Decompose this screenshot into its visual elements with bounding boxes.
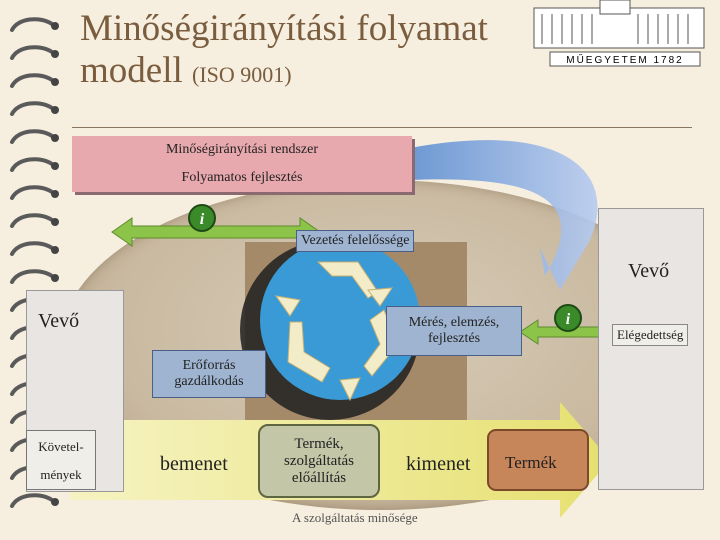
binder-hole bbox=[51, 498, 59, 506]
binder-ring bbox=[10, 185, 54, 200]
binder-ring bbox=[10, 45, 54, 60]
binder-ring bbox=[10, 493, 54, 508]
requirements-label-1: Követel- bbox=[38, 439, 84, 454]
product-realization-box: Termék, szolgáltatás előállítás bbox=[258, 424, 380, 498]
logo-text: MŰEGYETEM 1782 bbox=[566, 52, 683, 66]
binder-ring bbox=[10, 269, 54, 284]
title-main: modell bbox=[80, 50, 183, 91]
binder-ring bbox=[10, 17, 54, 32]
binder-hole bbox=[51, 106, 59, 114]
product-label: Termék bbox=[505, 453, 557, 472]
binder-hole bbox=[51, 218, 59, 226]
svg-text:i: i bbox=[566, 311, 571, 328]
binder-hole bbox=[51, 246, 59, 254]
binder-hole bbox=[51, 190, 59, 198]
resources-box: Erőforrás gazdálkodás bbox=[152, 350, 266, 398]
customer-right-label: Vevő bbox=[628, 260, 670, 282]
binder-hole bbox=[51, 134, 59, 142]
info-icon: i bbox=[188, 204, 216, 232]
title-line-2: modell (ISO 9001) bbox=[80, 50, 488, 96]
bottom-caption: A szolgáltatás minősége bbox=[292, 510, 418, 525]
product-realization-label: Termék, szolgáltatás előállítás bbox=[284, 435, 354, 486]
binder-hole bbox=[51, 50, 59, 58]
binder-hole bbox=[51, 22, 59, 30]
improvement-label: Folyamatos fejlesztés bbox=[181, 170, 303, 185]
customer-right-panel bbox=[598, 208, 704, 490]
recycle-icon bbox=[274, 261, 399, 402]
qms-label: Minőségirányítási rendszer bbox=[165, 142, 318, 157]
customer-left-label: Vevő bbox=[38, 310, 80, 332]
qms-box: Minőségirányítási rendszer Folyamatos fe… bbox=[72, 136, 412, 192]
binder-ring bbox=[10, 157, 54, 172]
title-underline bbox=[72, 127, 692, 128]
svg-text:i: i bbox=[200, 211, 205, 228]
satisfaction-box: Elégedettség bbox=[612, 324, 689, 346]
info-icon: i bbox=[554, 304, 582, 332]
binder-hole bbox=[51, 162, 59, 170]
output-label: kimenet bbox=[406, 453, 471, 475]
title-sub: (ISO 9001) bbox=[192, 62, 292, 87]
binder-ring bbox=[10, 213, 54, 228]
requirements-box: Követel- mények bbox=[26, 430, 96, 490]
binder-ring bbox=[10, 129, 54, 144]
binder-hole bbox=[51, 274, 59, 282]
binder-ring bbox=[10, 101, 54, 116]
title-line-1: Minőségirányítási folyamat bbox=[80, 8, 488, 49]
green-arrow-left bbox=[111, 217, 321, 247]
requirements-label-2: mények bbox=[40, 467, 82, 482]
measurement-box: Mérés, elemzés, fejlesztés bbox=[386, 306, 522, 356]
improvement-arrow bbox=[410, 140, 598, 290]
building-logo-icon: MŰEGYETEM 1782 bbox=[533, 0, 705, 67]
resources-label: Erőforrás gazdálkodás bbox=[174, 358, 244, 389]
input-label: bemenet bbox=[160, 453, 228, 475]
leadership-box: Vezetés felelőssége bbox=[296, 230, 415, 252]
page-title: Minőségirányítási folyamat modell (ISO 9… bbox=[80, 8, 488, 96]
measurement-label: Mérés, elemzés, fejlesztés bbox=[408, 315, 500, 346]
binder-ring bbox=[10, 73, 54, 88]
binder-hole bbox=[51, 78, 59, 86]
product-shape bbox=[487, 429, 589, 491]
binder-ring bbox=[10, 241, 54, 256]
